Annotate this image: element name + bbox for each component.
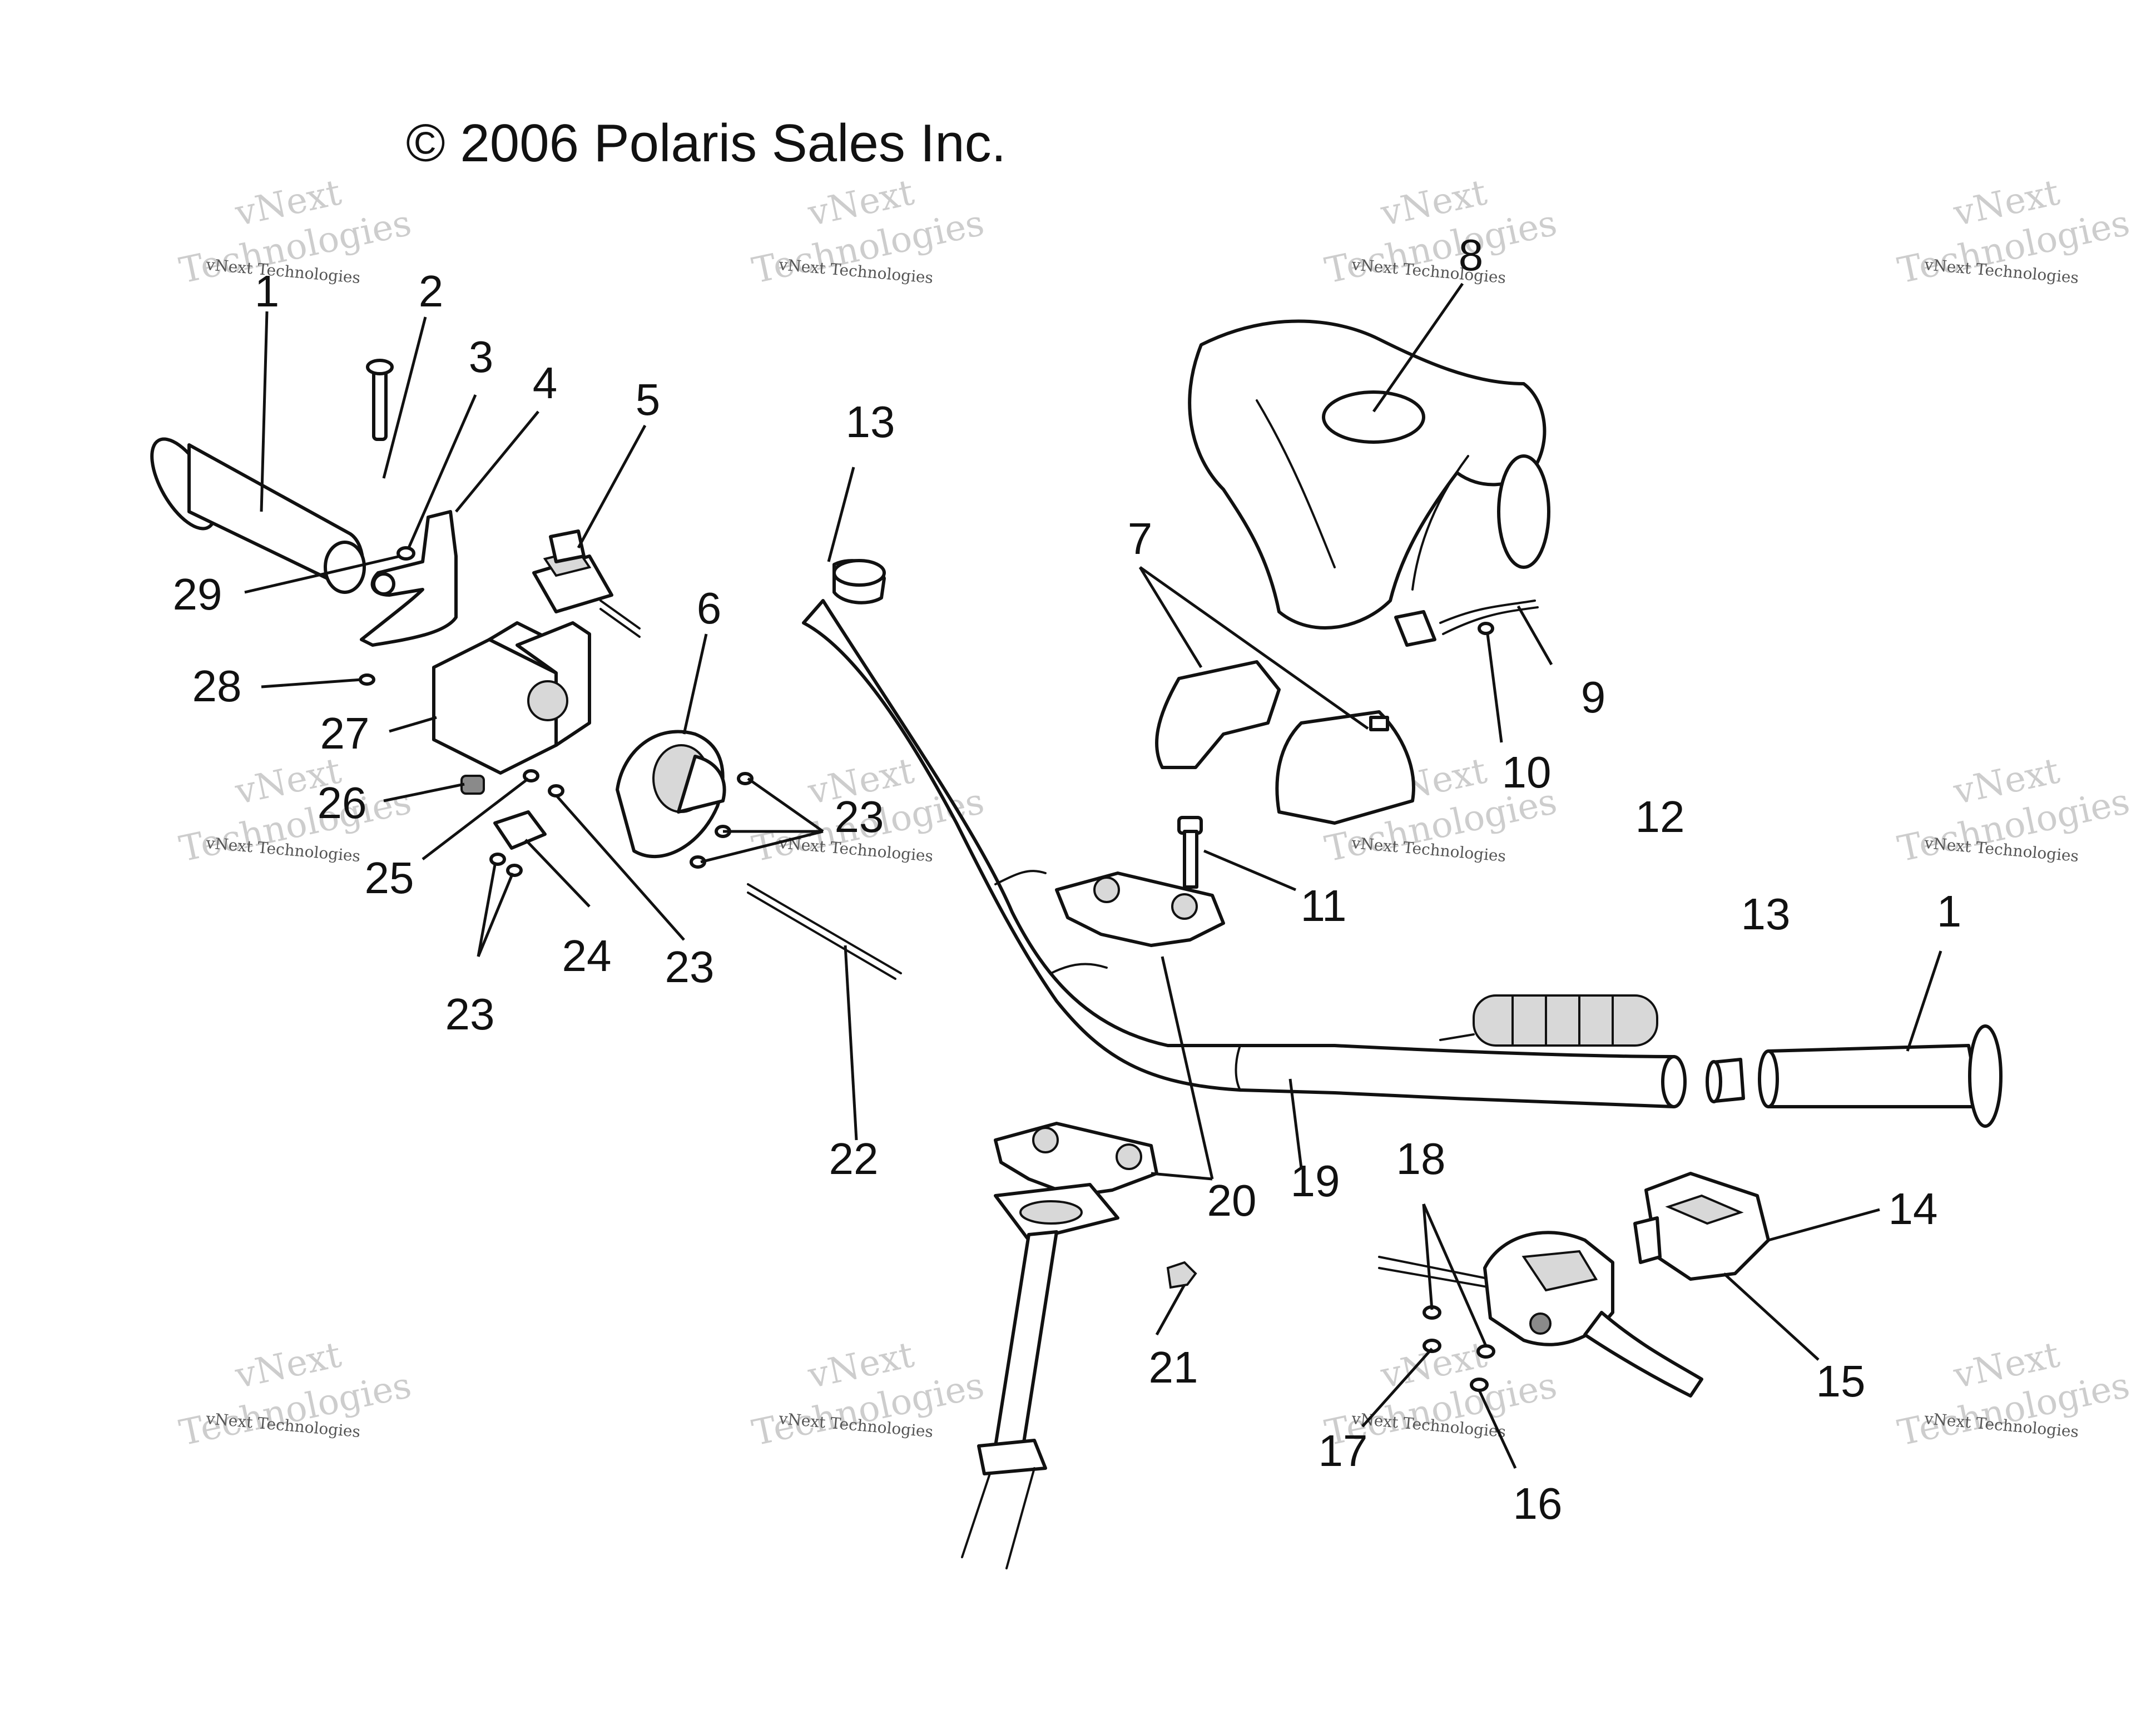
bracket-4 [360, 510, 458, 647]
left-grip-1 [150, 437, 366, 594]
clip-28 [359, 673, 375, 686]
screw-16 [1470, 1378, 1489, 1392]
throttle-housing-6 [616, 730, 726, 858]
callout-14: 14 [1889, 1184, 1938, 1234]
callout-22: 22 [829, 1134, 879, 1183]
steering-post [961, 1183, 1119, 1569]
callout-23: 23 [665, 942, 715, 992]
callout-13: 13 [846, 397, 895, 447]
callout-23: 23 [835, 792, 884, 841]
callout-18: 18 [1396, 1134, 1446, 1183]
switch-housing-14 [1633, 1172, 1770, 1281]
callout-23: 23 [445, 989, 495, 1039]
callout-17: 17 [1319, 1426, 1368, 1475]
callout-labels: 1 1 2 3 4 5 6 7 8 9 10 11 12 13 13 14 15… [173, 230, 1962, 1528]
end-plug-13-right [1706, 1058, 1745, 1103]
callout-11: 11 [1300, 881, 1346, 930]
cable-22 [747, 883, 902, 980]
copyright-notice: © 2006 Polaris Sales Inc. [406, 113, 1006, 173]
callout-21: 21 [1149, 1343, 1198, 1392]
watermark-group: vNext Technologies vNext Technologies vN… [176, 172, 2133, 1454]
callout-13: 13 [1741, 889, 1791, 939]
lower-clamp-20 [994, 1122, 1158, 1197]
bolt-11 [1177, 816, 1203, 889]
callout-27: 27 [320, 709, 370, 758]
screws-23 [489, 772, 754, 877]
housing-27 [432, 621, 591, 775]
screw-17 [1423, 1339, 1441, 1353]
callout-7: 7 [1128, 514, 1153, 563]
screw-10 [1478, 622, 1494, 635]
nut-26 [460, 775, 485, 795]
callout-16: 16 [1513, 1479, 1563, 1528]
callout-29: 29 [173, 569, 222, 619]
nut-21 [1166, 1261, 1197, 1289]
heated-grip-12 [1439, 994, 1658, 1047]
callout-6: 6 [697, 583, 722, 633]
washer-3 [396, 546, 415, 561]
callout-12: 12 [1635, 792, 1685, 841]
handlebar-pad-8 [1188, 319, 1550, 630]
switch-5 [532, 529, 641, 638]
callout-8: 8 [1459, 230, 1484, 280]
right-grip-1 [1758, 1024, 2003, 1128]
callout-26: 26 [318, 778, 367, 828]
callout-20: 20 [1207, 1176, 1257, 1225]
callout-25: 25 [365, 853, 414, 903]
callout-19: 19 [1291, 1156, 1340, 1206]
callout-3: 3 [469, 332, 494, 382]
callout-10: 10 [1502, 747, 1552, 797]
brake-assembly [1378, 1231, 1703, 1398]
cover-plate-24 [493, 810, 547, 850]
callout-2: 2 [419, 266, 444, 316]
callout-4: 4 [533, 358, 558, 408]
callout-5: 5 [636, 375, 661, 424]
pin-2 [366, 359, 394, 441]
callout-28: 28 [192, 661, 242, 711]
leader-lines [244, 283, 1942, 1469]
callout-15: 15 [1816, 1356, 1866, 1406]
callout-9: 9 [1581, 672, 1606, 722]
handlebar-19 [802, 599, 1687, 1108]
upper-clamp-20 [1055, 871, 1225, 947]
callout-24: 24 [562, 931, 612, 980]
hand-guard-7-left [1155, 660, 1281, 769]
callout-1: 1 [255, 266, 280, 316]
strap-9 [1394, 600, 1539, 647]
callout-1: 1 [1937, 886, 1962, 936]
end-plug-13-top [832, 559, 886, 605]
hand-guard-7-right [1275, 710, 1415, 825]
